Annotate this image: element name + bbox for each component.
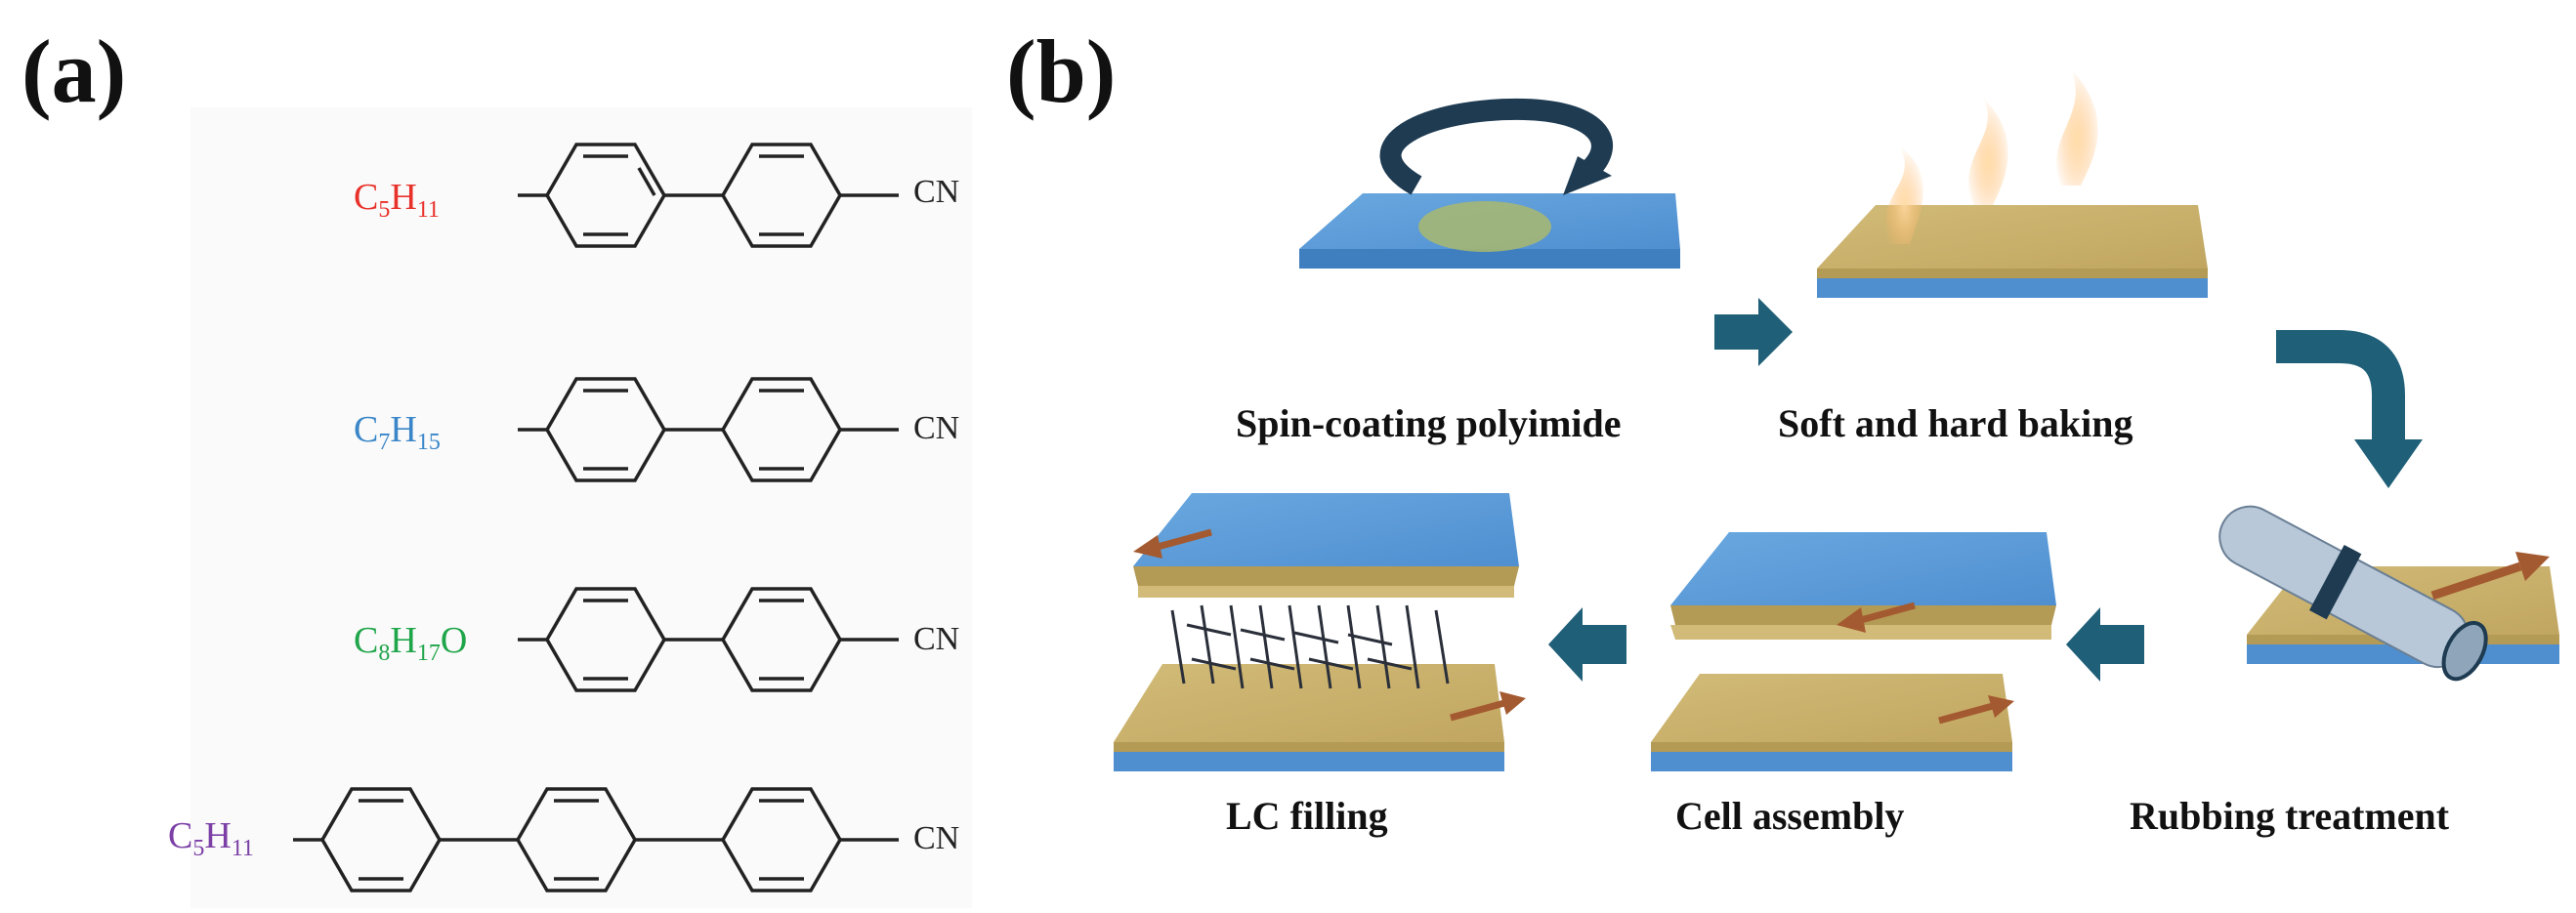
molecule-4-end-group: CN [913,820,960,856]
chemistry-background-top [269,107,972,195]
panel-label-b: (b) [1006,21,1117,121]
molecule-3-end-group: CN [913,621,960,657]
molecule-1-substituent: C5H11 [354,177,440,223]
lc-filling-illustration [1114,493,1526,771]
step-label-cell-assembly: Cell assembly [1675,794,1905,838]
molecule-2-structure [518,377,899,482]
panel-label-a: (a) [21,21,127,121]
process-arrow-2 [2066,607,2144,682]
process-arrow-curved [2276,330,2423,488]
molecule-2-substituent: C7H15 [354,409,441,455]
rubbing-illustration [2218,505,2559,682]
chemistry-background [190,107,972,908]
molecule-4-substituent: C5H11 [168,815,254,861]
step-label-spin-coating: Spin-coating polyimide [1236,401,1622,445]
process-arrow-1 [1714,298,1793,366]
molecule-3-structure [518,587,899,692]
molecule-3-substituent: C8H17O [354,620,468,666]
step-label-lc-filling: LC filling [1226,794,1388,838]
molecule-4-structure [293,787,899,892]
molecule-1-structure [518,143,899,248]
lc-molecules [1170,604,1450,689]
molecule-2-end-group: CN [913,410,960,446]
process-arrow-3 [1548,607,1626,682]
baking-illustration [1817,68,2208,298]
molecule-1-end-group: CN [913,174,960,210]
step-label-baking: Soft and hard baking [1778,401,2133,445]
spin-coating-illustration [1299,98,1680,269]
cell-assembly-illustration [1651,532,2056,771]
step-label-rubbing: Rubbing treatment [2130,794,2450,838]
